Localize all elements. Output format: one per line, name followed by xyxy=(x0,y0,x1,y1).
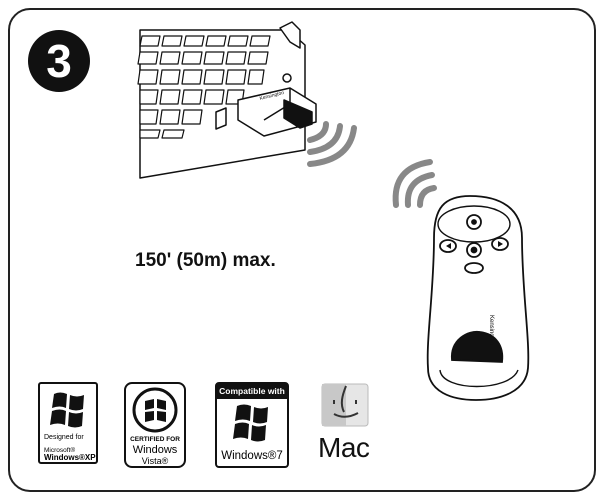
range-label: 150' (50m) max. xyxy=(135,250,276,271)
windows-flag-icon xyxy=(233,404,268,442)
receiver-brand: Kensington xyxy=(259,90,285,102)
step-number-badge: 3 xyxy=(28,30,90,92)
presenter-brand: Kensington xyxy=(488,315,494,345)
usb-receiver-icon: Kensington xyxy=(237,87,317,137)
windows-xp-logo: Designed for Microsoft® Windows®XP xyxy=(38,382,98,464)
w7-compatible: Compatible with xyxy=(217,384,287,399)
mac-logo: Mac xyxy=(318,382,380,468)
signal-waves-icon xyxy=(392,159,437,208)
presenter-remote-icon: Kensington xyxy=(426,195,530,401)
signal-waves-icon xyxy=(307,121,357,167)
vista-windows: Windows xyxy=(132,444,178,456)
xp-microsoft: Microsoft® xyxy=(44,447,76,454)
mac-label: Mac xyxy=(318,432,370,463)
xp-windows: Windows®XP xyxy=(44,453,96,462)
laptop-icon xyxy=(137,21,306,179)
mac-finder-icon xyxy=(321,383,369,427)
xp-designed-for: Designed for xyxy=(44,434,84,441)
windows-orb-icon xyxy=(132,387,178,433)
windows-vista-logo: CERTIFIED FOR Windows Vista® xyxy=(124,382,186,468)
vista-certified: CERTIFIED FOR xyxy=(130,436,180,443)
windows-flag-icon xyxy=(50,392,84,428)
windows-7-logo: Compatible with Windows®7 xyxy=(215,382,289,468)
vista-name: Vista® xyxy=(141,456,169,466)
w7-windows: Windows®7 xyxy=(221,450,283,462)
instruction-panel xyxy=(8,8,596,492)
